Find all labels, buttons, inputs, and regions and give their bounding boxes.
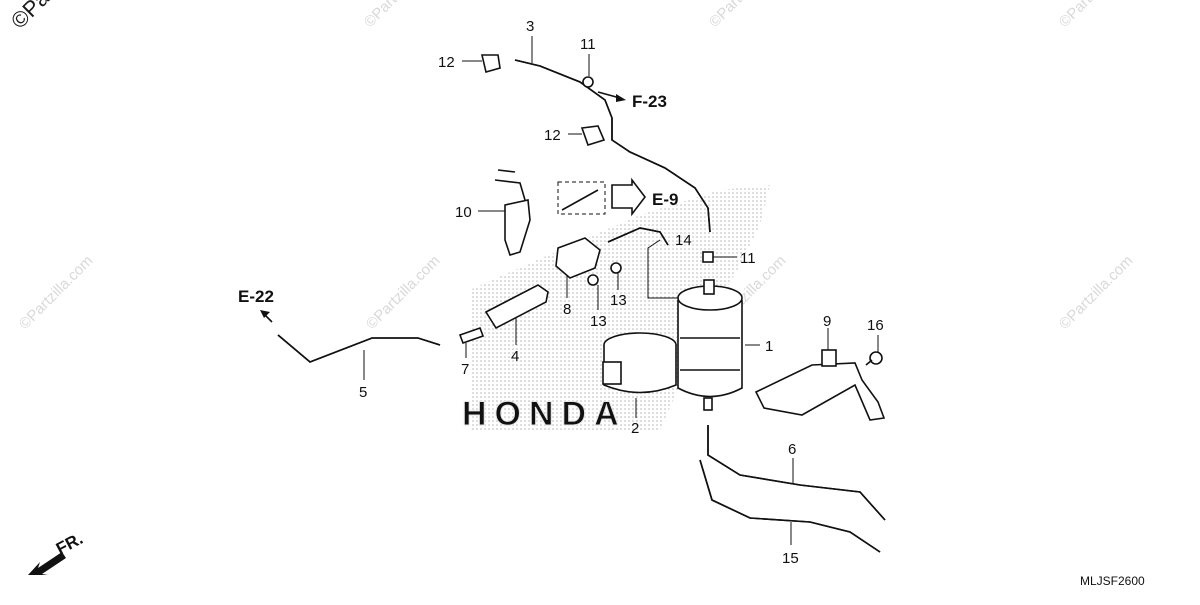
part-6-hose [707,425,886,521]
reference-e22: E-22 [238,287,274,306]
callout-15: 15 [782,550,799,567]
callout-3: 3 [526,18,534,35]
drawing-code: MLJSF2600 [1080,574,1145,588]
e9-reference-bolt [557,177,647,217]
callout-12: 12 [438,54,455,71]
callout-14: 14 [675,232,692,249]
part-3-hose [514,36,711,233]
front-indicator-label: FR. [53,529,86,559]
brand-logo-text: HONDA [462,395,627,433]
watermark: ©Partzilla.com [1056,252,1137,333]
callout-13: 13 [590,313,607,330]
watermark: ©Partzilla.com [1056,0,1137,31]
callout-12: 12 [544,127,561,144]
front-direction-arrow: FR. [28,529,86,575]
part-8-valve [555,237,601,298]
reference-e9: E-9 [652,190,678,209]
part-15-hose [699,459,881,553]
part-14-hose [607,227,678,299]
callout-16: 16 [867,317,884,334]
e22-arrow [260,310,273,323]
part-13-screw [587,274,599,310]
watermark: ©Partzilla.com [706,0,787,31]
part-9-bracket [754,328,886,421]
callout-2: 2 [631,420,639,437]
part-11-clamp [582,54,594,88]
watermark: ©Partzilla.com [16,252,97,333]
part-10-bracket [478,169,531,256]
callout-6: 6 [788,441,796,458]
part-12-clip [462,54,501,73]
watermark: ©Partzilla.com [363,252,444,333]
callout-11: 11 [740,250,756,267]
callout-7: 7 [461,361,469,378]
corner-watermark: ©Pa [6,0,55,34]
callout-11: 11 [580,36,596,53]
part-11-clamp [702,251,737,263]
callout-5: 5 [359,384,367,401]
callout-13: 13 [610,292,627,309]
part-12-clip [568,125,606,146]
reference-f23: F-23 [632,92,667,111]
part-5-hose [277,334,441,380]
part-1-canister [677,279,760,411]
watermark: ©Partzilla.com [361,0,442,31]
part-13-screw [610,262,622,290]
f23-arrow [597,91,626,102]
callout-10: 10 [455,204,472,221]
part-4-hose [484,284,549,345]
part-7-fitting [458,326,485,358]
part-2-band [602,332,677,418]
callout-8: 8 [563,301,571,318]
callout-4: 4 [511,348,519,365]
brand-wing-watermark: HONDA [462,185,770,434]
part-16-bolt [865,335,883,366]
callout-9: 9 [823,313,831,330]
callout-1: 1 [765,338,773,355]
